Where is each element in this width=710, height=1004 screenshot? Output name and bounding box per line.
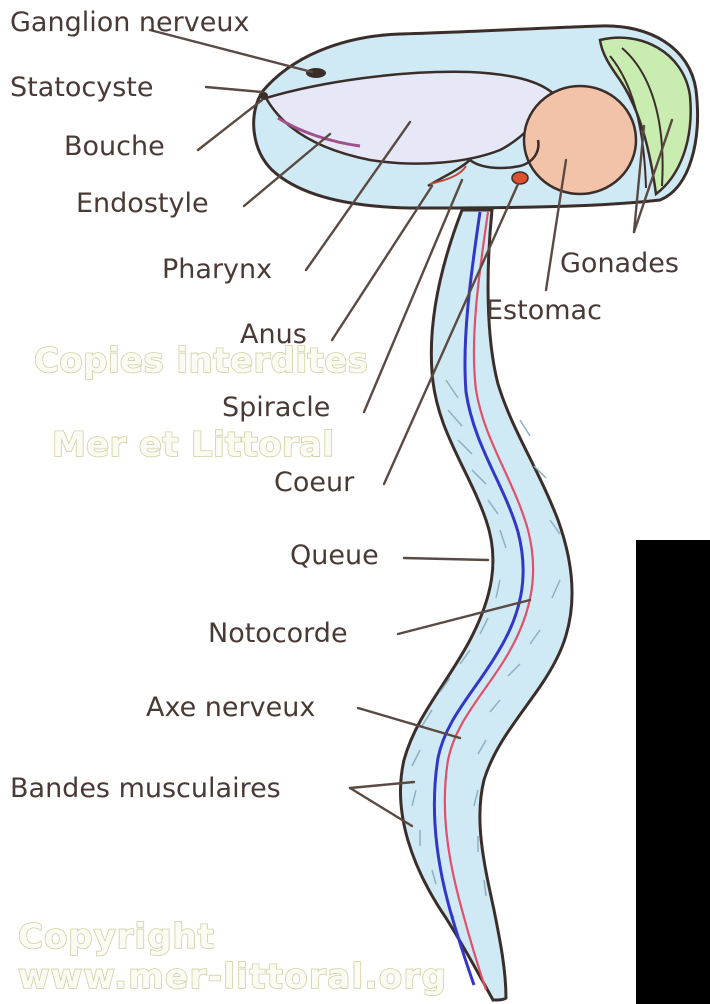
label-anus: Anus bbox=[240, 319, 307, 350]
label-ganglion: Ganglion nerveux bbox=[10, 7, 249, 38]
label-pharynx: Pharynx bbox=[162, 254, 272, 285]
label-queue: Queue bbox=[290, 540, 379, 571]
statocyst-shape bbox=[260, 92, 268, 100]
label-endostyle: Endostyle bbox=[76, 188, 209, 219]
stomach-shape bbox=[524, 86, 636, 194]
watermark-copies: Copies interdites bbox=[34, 341, 368, 381]
black-panel bbox=[636, 540, 710, 1004]
label-statocyste: Statocyste bbox=[10, 72, 153, 103]
label-bandes-musculaires: Bandes musculaires bbox=[10, 773, 281, 804]
label-estomac: Estomac bbox=[486, 295, 602, 326]
watermark-mer: Mer et Littoral bbox=[52, 425, 334, 465]
label-axe-nerveux: Axe nerveux bbox=[146, 692, 315, 723]
label-bouche: Bouche bbox=[64, 131, 165, 162]
heart-shape bbox=[512, 172, 528, 184]
label-spiracle: Spiracle bbox=[222, 392, 330, 423]
label-coeur: Coeur bbox=[274, 467, 355, 498]
tail-body bbox=[400, 210, 572, 1000]
watermark-url: www.mer-littoral.org bbox=[18, 957, 446, 997]
watermark-copyright: Copyright bbox=[18, 917, 214, 957]
ganglion-shape bbox=[306, 68, 326, 78]
label-gonades: Gonades bbox=[560, 248, 679, 279]
label-notocorde: Notocorde bbox=[208, 618, 348, 649]
